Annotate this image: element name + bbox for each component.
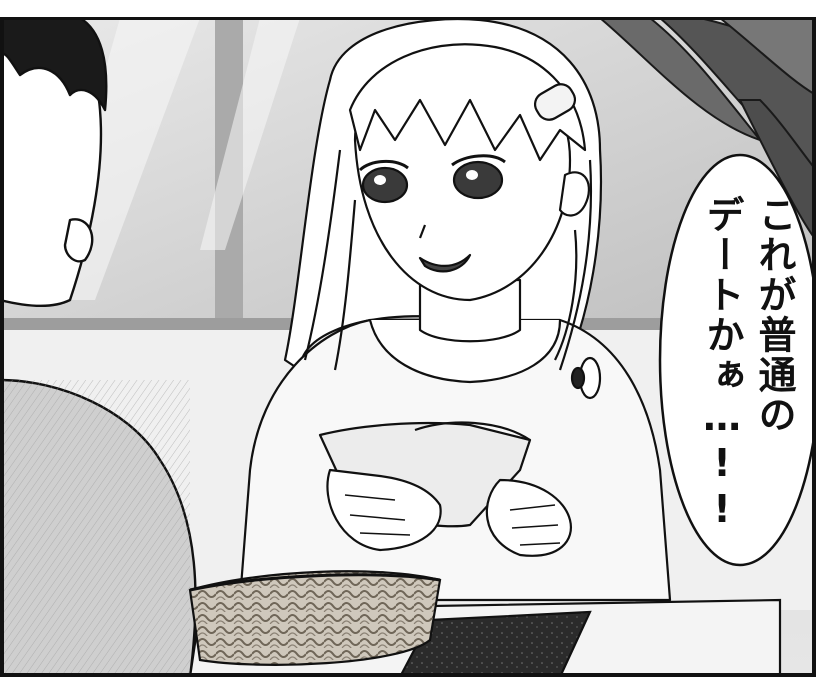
- man-character: [0, 16, 197, 677]
- girl-character: [238, 18, 672, 602]
- plant-leaves: [597, 17, 816, 242]
- table-and-basket: [188, 570, 782, 677]
- speech-bubble-text: これが普通の デートかぁ…!!: [700, 195, 796, 533]
- speech-bubble: [658, 153, 816, 567]
- panel-border: [0, 16, 816, 677]
